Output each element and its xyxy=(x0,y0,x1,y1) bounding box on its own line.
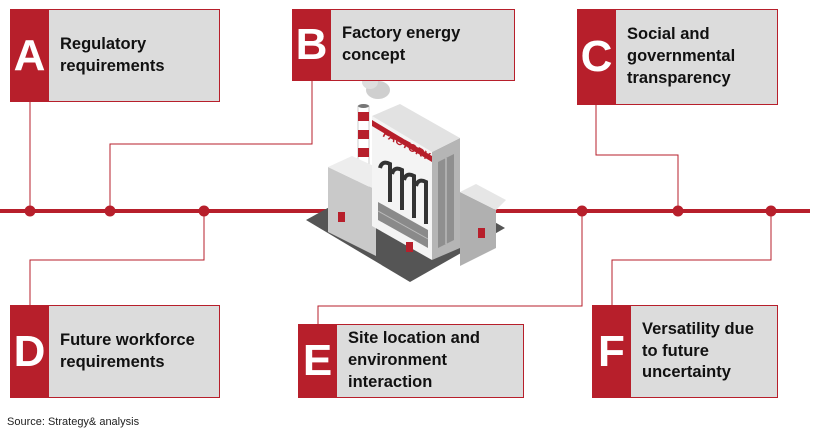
card-e: E Site location and environment interact… xyxy=(298,324,524,398)
card-f: F Versatility due to future uncertainty xyxy=(592,305,778,398)
card-letter: B xyxy=(292,9,331,81)
node-b xyxy=(104,205,116,217)
card-d: D Future workforce requirements xyxy=(10,305,220,398)
card-letter: D xyxy=(10,305,49,398)
node-c xyxy=(672,205,684,217)
card-a: A Regulatory requirements xyxy=(10,9,220,102)
source-note: Source: Strategy& analysis xyxy=(7,416,140,428)
connector-d xyxy=(29,211,205,305)
node-f xyxy=(765,205,777,217)
card-c: C Social and governmental transparency xyxy=(577,9,778,105)
card-label: Versatility due to future uncertainty xyxy=(631,305,778,398)
node-a xyxy=(24,205,36,217)
card-letter: F xyxy=(592,305,631,398)
card-label: Social and governmental transparency xyxy=(616,9,778,105)
card-letter: C xyxy=(577,9,616,105)
card-letter: A xyxy=(10,9,49,102)
card-label: Future workforce requirements xyxy=(49,305,220,398)
card-label: Site location and environment interactio… xyxy=(337,324,524,398)
card-letter: E xyxy=(298,324,337,398)
connector-c xyxy=(595,105,679,210)
connector-b xyxy=(109,81,313,210)
card-label: Factory energy concept xyxy=(331,9,515,81)
factory-icon: FACTORY xyxy=(306,75,506,282)
connector-f xyxy=(611,211,772,305)
connector-e xyxy=(317,211,583,324)
node-d xyxy=(198,205,210,217)
card-b: B Factory energy concept xyxy=(292,9,515,81)
card-label: Regulatory requirements xyxy=(49,9,220,102)
node-e xyxy=(576,205,588,217)
